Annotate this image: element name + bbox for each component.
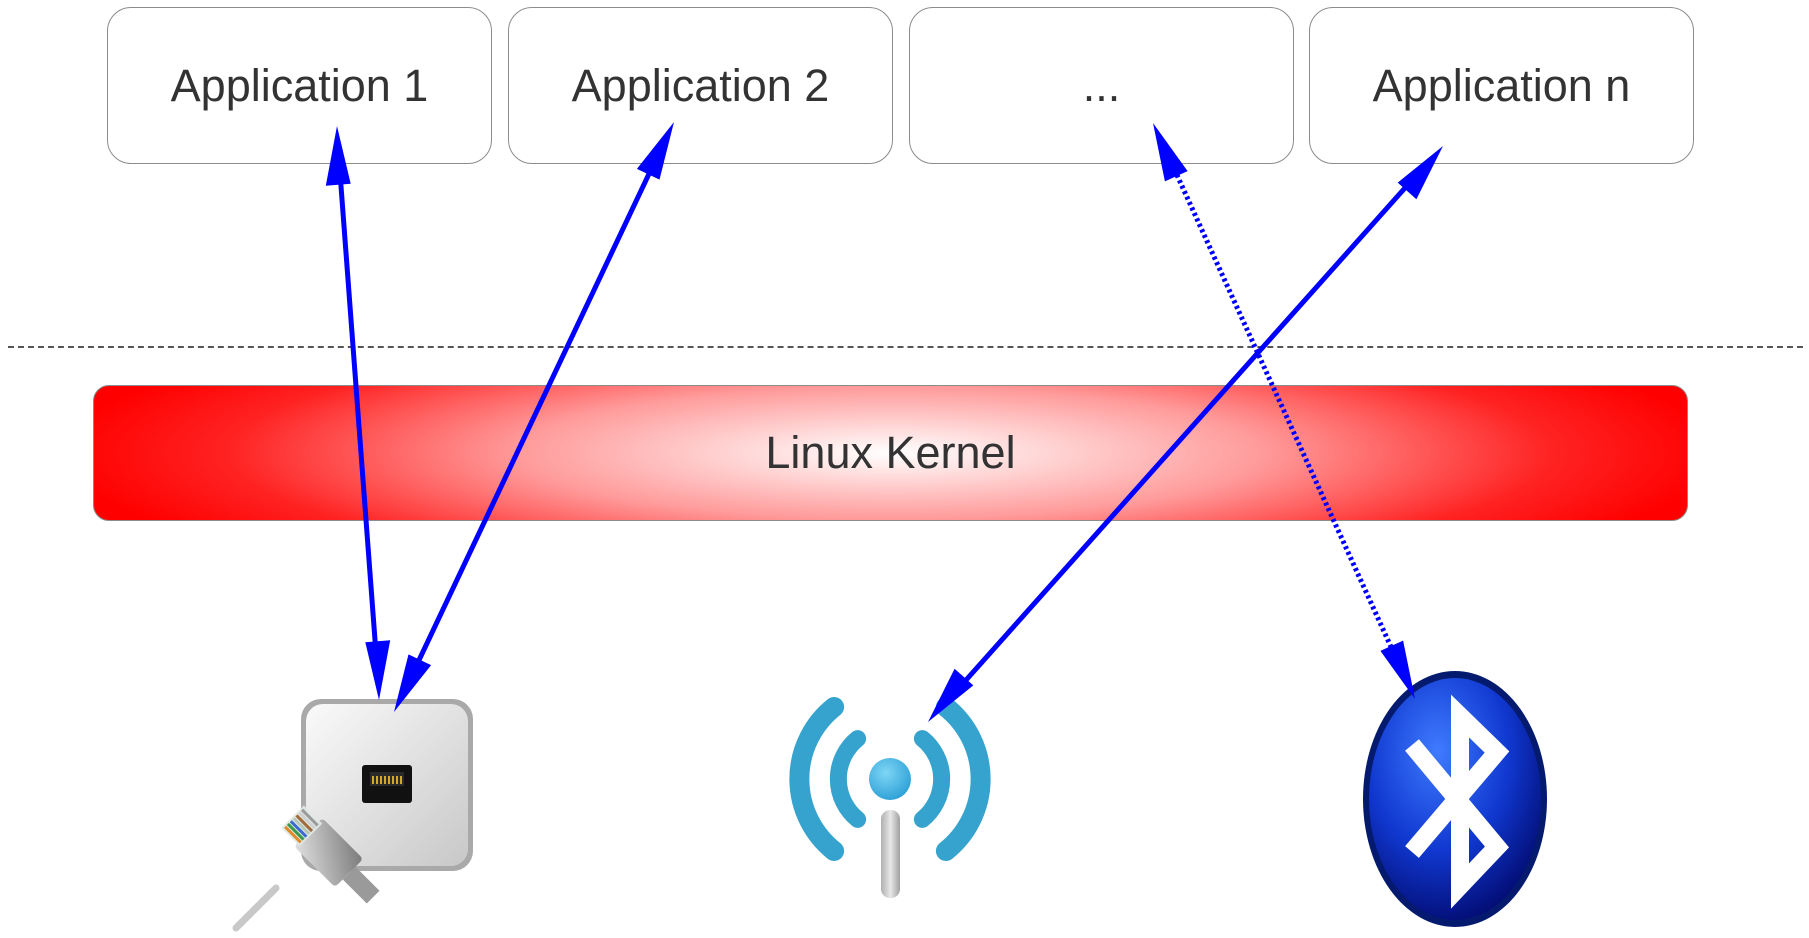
linux-kernel-label: Linux Kernel	[765, 427, 1016, 478]
application-2-label: Application 2	[571, 59, 830, 111]
arrowhead-wireless	[928, 668, 974, 722]
ethernet-port-icon	[232, 699, 473, 932]
connections	[325, 122, 1443, 722]
application-ellipsis-label: ...	[1082, 59, 1121, 111]
application-n-box: Application n	[1309, 7, 1694, 164]
application-2-box: Application 2	[508, 7, 893, 164]
arrowhead-bluetooth	[1380, 640, 1415, 699]
application-n-label: Application n	[1372, 59, 1631, 111]
arrowhead-ethernet-1	[365, 640, 391, 700]
application-1-label: Application 1	[170, 59, 429, 111]
application-ellipsis-box: ...	[909, 7, 1294, 164]
arrow-app1-ethernet	[335, 145, 381, 681]
arrowhead-ethernet-2	[394, 654, 432, 712]
arrow-appn-wireless	[940, 159, 1431, 709]
arrowhead-appn	[1397, 146, 1443, 200]
arrowhead-app2	[636, 122, 674, 180]
bluetooth-icon	[1363, 671, 1547, 927]
arrowhead-ellipsis	[1153, 123, 1188, 182]
wireless-antenna-icon	[789, 697, 991, 898]
arrow-ellipsis-bluetooth	[1159, 140, 1409, 682]
arrow-app2-ethernet	[400, 138, 668, 696]
application-1-box: Application 1	[107, 7, 492, 164]
arrowhead-app1	[325, 126, 351, 186]
user-kernel-divider	[8, 346, 1803, 348]
